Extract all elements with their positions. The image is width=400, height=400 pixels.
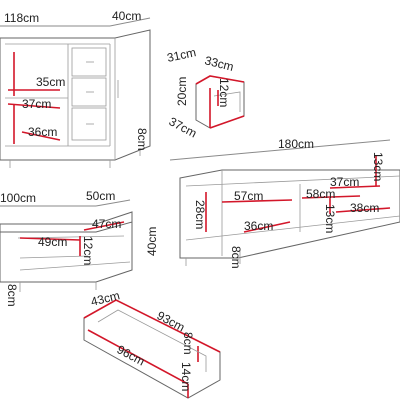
tv-right-w-label: 38cm: [350, 201, 379, 215]
coffee-drawer-inner-height-label: 8cm: [181, 332, 195, 355]
sideboard-drawer-detail: 31cm 33cm 12cm 20cm 37cm: [166, 45, 245, 140]
tv-leg-label: 8cm: [229, 246, 243, 269]
coffee-width-label: 100cm: [0, 191, 36, 205]
sideboard-drawer-2: [71, 77, 107, 107]
coffee-depth-line: [95, 199, 131, 207]
tv-stand: 180cm 13cm 37cm 57cm 58cm 28cm 40cm 36cm…: [145, 137, 400, 269]
coffee-bottom-inner: [19, 261, 131, 271]
tv-side-height-label: 13cm: [371, 152, 385, 181]
tv-bottom-w-label: 36cm: [244, 219, 273, 233]
tv-inner-w1-mark: [329, 185, 381, 189]
tv-inner-h-label: 28cm: [193, 200, 207, 229]
coffee-depth-label: 50cm: [86, 189, 115, 203]
drawer-inner-width-label: 33cm: [203, 53, 235, 74]
sideboard: 118cm 40cm 35cm 37cm 36cm 30cm 30cm 8cm: [0, 9, 151, 168]
coffee-shelf-depth-mark: [83, 221, 125, 231]
drawer-outer-depth-label: 37cm: [167, 114, 199, 140]
drawer-inner: [213, 91, 241, 112]
sideboard-depth-line: [109, 17, 151, 27]
sideboard-bottom-depth-mark: [21, 131, 61, 141]
sideboard-drawer-w-label: 35cm: [36, 75, 65, 89]
tv-inner-w2-mark: [221, 199, 293, 203]
sideboard-drawer-3: [71, 107, 107, 141]
coffee-shelf-inner: [19, 255, 89, 259]
tv-depth-label: 40cm: [145, 227, 159, 256]
coffee-drawer-box: [83, 299, 221, 399]
coffee-table: 100cm 50cm 47cm 49cm 12cm 8cm: [0, 189, 133, 307]
tv-bottom-w-mark: [243, 221, 291, 233]
sideboard-drawer-1: [71, 47, 107, 77]
tv-right-w-mark: [335, 207, 391, 213]
tv-width-label: 180cm: [278, 137, 314, 151]
sideboard-bottom-depth-label: 36cm: [28, 125, 57, 139]
coffee-shelf-w-label: 49cm: [38, 235, 67, 249]
tv-bottom-inner: [185, 215, 400, 241]
drawer-inner-height-label: 12cm: [217, 78, 231, 107]
coffee-drawer-top-mark: [83, 299, 221, 353]
sideboard-shelf-w-mark: [7, 103, 61, 109]
tv-right-h-label: 13cm: [323, 204, 337, 233]
coffee-shelf-h-label: 12cm: [81, 236, 95, 265]
coffee-shelf-depth-label: 47cm: [92, 217, 121, 231]
sideboard-body: [0, 29, 151, 161]
coffee-drawer-front-mark: [87, 329, 189, 385]
tv-inner-w2-label: 57cm: [234, 189, 263, 203]
coffee-drawer-inner: [97, 309, 207, 372]
drawer-top-mark: [195, 75, 245, 85]
coffee-shelf-w-mark: [19, 237, 81, 241]
coffee-drawer-inner-depth-label: 43cm: [89, 288, 121, 309]
sideboard-depth-label: 40cm: [112, 9, 141, 23]
coffee-drawer-outer-height-label: 14cm: [179, 362, 193, 391]
sideboard-leg-label: 8cm: [135, 128, 149, 151]
tv-inner-w1-label: 37cm: [330, 175, 359, 189]
tv-width-line: [169, 139, 391, 161]
drawer-outer-height-label: 20cm: [175, 77, 189, 106]
coffee-leg-label: 8cm: [5, 284, 19, 307]
sideboard-width-label: 118cm: [4, 11, 39, 25]
drawer-bottom-mark: [209, 115, 245, 129]
tv-top-inner: [185, 175, 400, 187]
tv-inner-w3-mark: [301, 195, 361, 199]
coffee-drawer-detail: 43cm 93cm 96cm 8cm 14cm: [83, 288, 221, 399]
tv-inner-w3-label: 58cm: [306, 187, 335, 201]
sideboard-shelf-w-label: 37cm: [22, 97, 51, 111]
coffee-body: [0, 221, 133, 283]
drawer-inner-depth-label: 31cm: [166, 45, 198, 65]
coffee-shelf: [17, 235, 125, 239]
